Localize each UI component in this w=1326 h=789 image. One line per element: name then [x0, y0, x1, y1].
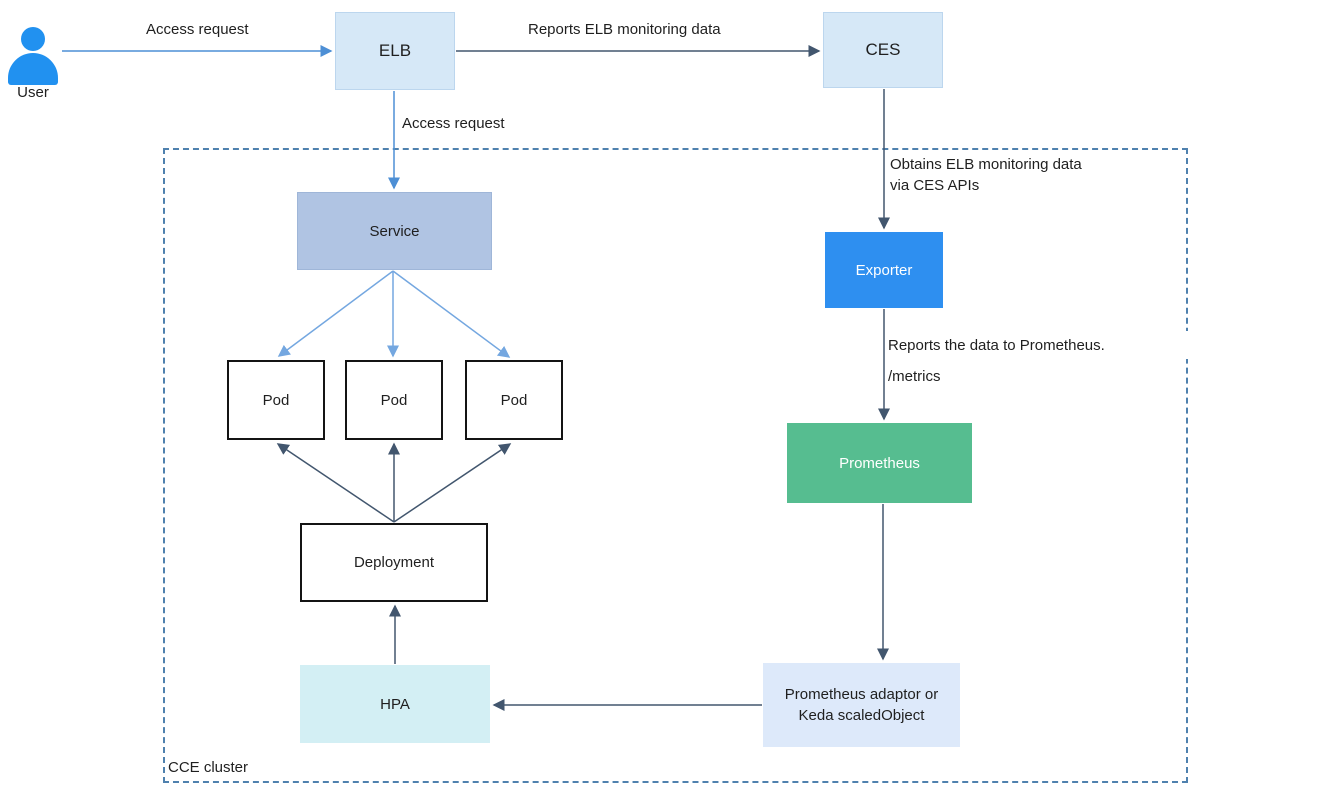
node-service: Service — [297, 192, 492, 270]
user-label: User — [17, 84, 49, 101]
label-obtains-elb-monitoring-data: Obtains ELB monitoring data via CES APIs — [890, 156, 1082, 194]
node-deployment: Deployment — [300, 523, 488, 602]
label-reports-elb-monitoring-data: Reports ELB monitoring data — [528, 21, 721, 38]
node-exporter: Exporter — [825, 232, 943, 308]
user-icon-head — [21, 27, 45, 51]
node-ces: CES — [823, 12, 943, 88]
node-pod-1: Pod — [227, 360, 325, 440]
node-pod-3: Pod — [465, 360, 563, 440]
node-elb: ELB — [335, 12, 455, 90]
cce-cluster-label: CCE cluster — [168, 759, 249, 776]
label-reports-data-to-prometheus: Reports the data to Prometheus. — [888, 337, 1105, 354]
cce-cluster-boundary — [163, 148, 1188, 783]
node-pod-2: Pod — [345, 360, 443, 440]
node-prometheus-adaptor-keda: Prometheus adaptor or Keda scaledObject — [763, 663, 960, 747]
label-access-request-mid: Access request — [402, 115, 505, 132]
node-prometheus: Prometheus — [787, 423, 972, 503]
user-icon-body — [8, 53, 58, 85]
label-access-request-top: Access request — [146, 21, 249, 38]
user-person-icon — [8, 27, 58, 85]
label-metrics-endpoint: /metrics — [888, 368, 941, 385]
cluster-boundary-gap — [1182, 331, 1196, 359]
node-hpa: HPA — [300, 665, 490, 743]
